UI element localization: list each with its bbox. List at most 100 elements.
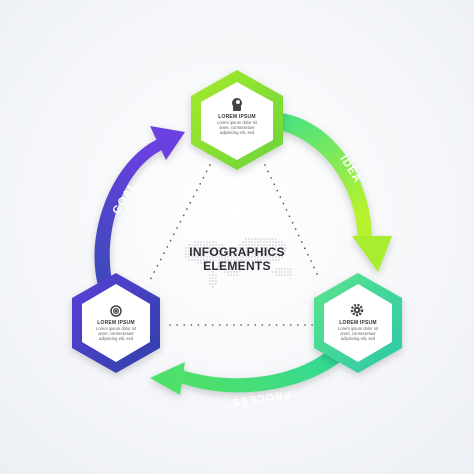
map-dot bbox=[212, 241, 214, 243]
map-dot bbox=[227, 268, 229, 270]
map-dot bbox=[218, 253, 220, 255]
map-dot bbox=[233, 268, 235, 270]
map-dot bbox=[260, 262, 262, 264]
map-dot bbox=[260, 238, 262, 240]
map-dot bbox=[281, 274, 283, 276]
map-dot bbox=[227, 274, 229, 276]
map-dot bbox=[224, 256, 226, 258]
map-dot bbox=[209, 247, 211, 249]
map-dot bbox=[269, 247, 271, 249]
head-icon bbox=[232, 98, 242, 111]
map-dot bbox=[212, 253, 214, 255]
map-dot bbox=[230, 250, 232, 252]
map-dot bbox=[272, 244, 274, 246]
map-dot bbox=[218, 250, 220, 252]
map-dot bbox=[239, 247, 241, 249]
map-dot bbox=[215, 280, 217, 282]
map-dot bbox=[218, 265, 220, 267]
map-dot bbox=[203, 244, 205, 246]
map-dot bbox=[203, 250, 205, 252]
map-dot bbox=[227, 262, 229, 264]
map-dot bbox=[212, 250, 214, 252]
node-top-line3: adipiscing elit, sed bbox=[219, 130, 255, 136]
node-right-title: LOREM IPSUM bbox=[339, 320, 377, 326]
map-dot bbox=[266, 241, 268, 243]
map-dot bbox=[278, 241, 280, 243]
map-dot bbox=[218, 262, 220, 264]
map-dot bbox=[275, 268, 277, 270]
map-dot bbox=[281, 241, 283, 243]
node-top-line2: amet, consectetuer bbox=[219, 125, 255, 131]
map-dot bbox=[188, 247, 190, 249]
map-dot bbox=[236, 247, 238, 249]
map-dot bbox=[242, 247, 244, 249]
map-dot bbox=[215, 277, 217, 279]
map-dot bbox=[212, 271, 214, 273]
map-dot bbox=[242, 250, 244, 252]
map-dot bbox=[188, 244, 190, 246]
map-dot bbox=[278, 274, 280, 276]
map-dot bbox=[206, 256, 208, 258]
map-dot bbox=[227, 271, 229, 273]
map-dot bbox=[212, 277, 214, 279]
map-dot bbox=[191, 259, 193, 261]
map-dot bbox=[239, 262, 241, 264]
map-dot bbox=[224, 262, 226, 264]
node-left-line2: amet, consectetuer bbox=[98, 331, 134, 337]
process-arrow bbox=[150, 352, 340, 395]
map-dot bbox=[284, 247, 286, 249]
map-dot bbox=[248, 259, 250, 261]
map-dot bbox=[239, 265, 241, 267]
map-dot bbox=[242, 241, 244, 243]
map-dot bbox=[230, 262, 232, 264]
map-dot bbox=[275, 253, 277, 255]
map-dot bbox=[218, 247, 220, 249]
map-dot bbox=[239, 244, 241, 246]
map-dot bbox=[257, 250, 259, 252]
map-dot bbox=[239, 271, 241, 273]
map-dot bbox=[185, 253, 187, 255]
map-dot bbox=[284, 268, 286, 270]
map-dot bbox=[194, 247, 196, 249]
map-dot bbox=[221, 244, 223, 246]
map-dot bbox=[221, 262, 223, 264]
node-top-hexagon bbox=[191, 70, 283, 170]
map-dot bbox=[212, 274, 214, 276]
node-right-hexagon bbox=[314, 273, 402, 373]
map-dot bbox=[263, 247, 265, 249]
map-dot bbox=[209, 259, 211, 261]
map-dot bbox=[212, 286, 214, 288]
map-dot bbox=[188, 253, 190, 255]
map-dot bbox=[236, 274, 238, 276]
map-dot bbox=[266, 262, 268, 264]
goal-arrow bbox=[94, 126, 185, 292]
map-dot bbox=[266, 256, 268, 258]
map-dot bbox=[212, 259, 214, 261]
map-dot bbox=[281, 268, 283, 270]
map-dot bbox=[200, 259, 202, 261]
map-dot bbox=[230, 265, 232, 267]
map-dot bbox=[242, 268, 244, 270]
map-dot bbox=[260, 247, 262, 249]
map-dot bbox=[212, 247, 214, 249]
map-dot bbox=[266, 244, 268, 246]
map-dot bbox=[233, 271, 235, 273]
map-dot bbox=[260, 259, 262, 261]
map-dot bbox=[281, 271, 283, 273]
map-dot bbox=[197, 262, 199, 264]
map-dot bbox=[239, 268, 241, 270]
map-dot bbox=[278, 271, 280, 273]
map-dot bbox=[206, 259, 208, 261]
map-dot bbox=[269, 238, 271, 240]
node-top-line1: Lorem ipsum dolor sit bbox=[216, 120, 258, 125]
map-dot bbox=[254, 250, 256, 252]
map-dot bbox=[233, 259, 235, 261]
map-dot bbox=[209, 283, 211, 285]
map-dot bbox=[206, 244, 208, 246]
map-dot bbox=[224, 253, 226, 255]
map-dot bbox=[233, 253, 235, 255]
map-dot bbox=[185, 256, 187, 258]
map-dot bbox=[233, 256, 235, 258]
map-dot bbox=[209, 262, 211, 264]
